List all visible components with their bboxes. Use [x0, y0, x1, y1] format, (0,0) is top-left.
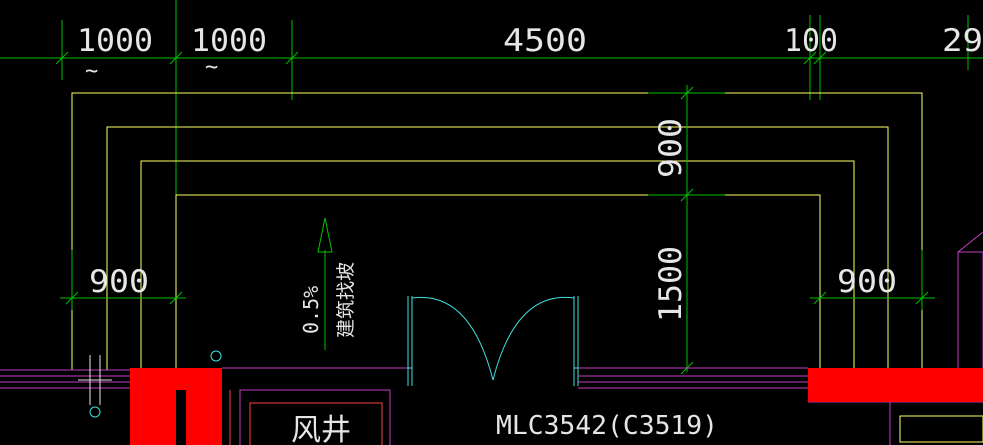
left-width-dimension — [60, 250, 186, 310]
dim-vertical-lower: 1500 — [653, 246, 689, 322]
tilde-1: ~ — [85, 59, 98, 84]
right-width-dimension — [810, 250, 935, 310]
dim-top-5: 29 — [942, 23, 983, 59]
grid-marks — [89, 350, 222, 418]
dim-top-4: 100 — [784, 23, 838, 59]
inner-red-outline — [229, 390, 383, 445]
dim-top-2: 1000 — [191, 23, 267, 59]
dim-top-3: 4500 — [503, 23, 587, 59]
parapet-outlines — [71, 92, 923, 370]
room-name: 风井 — [291, 413, 351, 445]
slope-label: 建筑找坡 — [335, 262, 357, 338]
column-right — [808, 368, 983, 402]
double-door — [407, 296, 579, 386]
dim-top-1: 1000 — [77, 23, 153, 59]
grid-axis-cross — [78, 355, 112, 405]
dim-vertical-upper: 900 — [653, 118, 689, 178]
window-box — [899, 415, 983, 443]
slope-value: 0.5% — [299, 286, 323, 334]
column-left-notch — [176, 390, 186, 445]
window-tag: MLC3542(C3519) — [496, 411, 718, 441]
dim-left-width: 900 — [89, 264, 149, 300]
tilde-2: ~ — [205, 55, 218, 80]
slope-arrow — [317, 217, 333, 350]
dim-right-width: 900 — [837, 264, 897, 300]
